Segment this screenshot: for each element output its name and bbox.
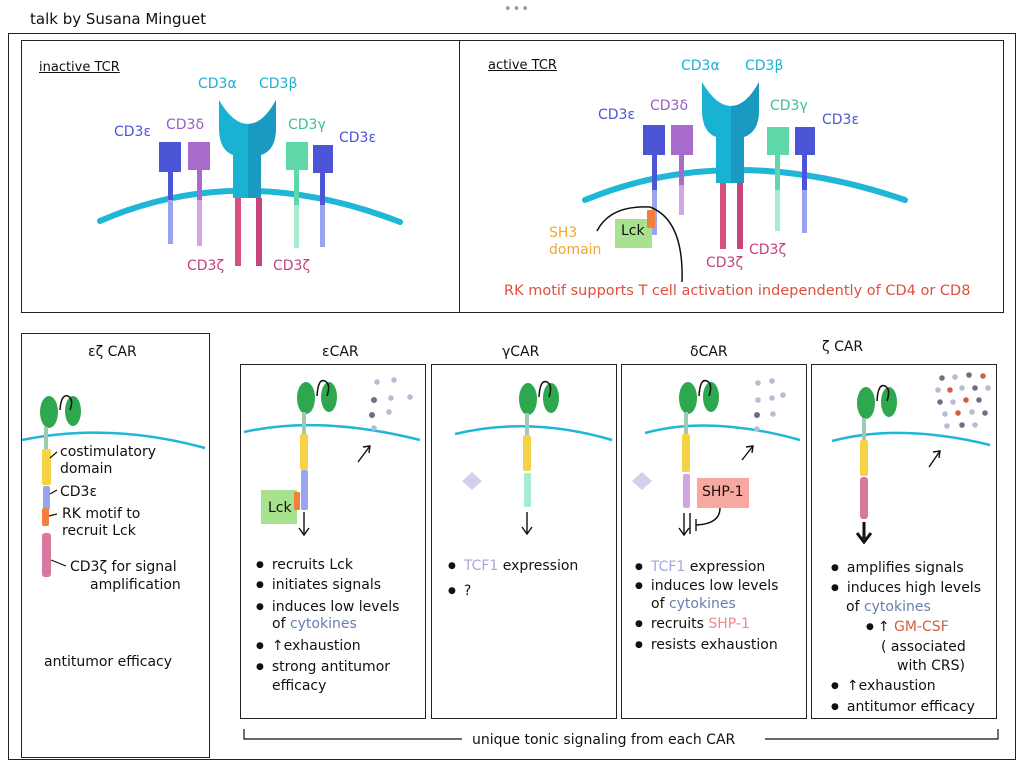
talk-title: talk by Susana Minguet	[30, 10, 207, 28]
z-car-subbullet-line2: ( associated	[881, 639, 966, 655]
footer-bracket	[243, 729, 999, 740]
z-car-construct	[831, 372, 991, 545]
z-car-bullet-1: amplifies signals	[831, 558, 964, 578]
e-car-bullet-3-line2: of cytokines	[272, 616, 357, 632]
d-car-bullet-2-line2: of cytokines	[651, 596, 736, 612]
active-lck-label: Lck	[621, 223, 645, 239]
active-cd3z-left-label: CD3ζ	[706, 255, 744, 271]
active-cd3e-right-label: CD3ε	[822, 112, 860, 128]
g-car-bullet-2: ?	[448, 581, 471, 601]
z-car-bullet-4: antitumor efficacy	[831, 697, 975, 717]
ez-car-rk-label-line2: recruit Lck	[62, 523, 136, 539]
e-car-bullet-5: strong antitumor	[256, 657, 390, 677]
d-car-construct	[632, 378, 801, 537]
e-car-construct	[243, 377, 421, 537]
e-car-heading: εCAR	[322, 344, 359, 360]
inactive-cd3b-label: CD3β	[259, 76, 298, 92]
outer-frame	[8, 33, 1016, 760]
g-car-tcf1-text: TCF1	[463, 558, 499, 574]
active-cd3e-right	[795, 127, 815, 233]
rk-motif-annotation: RK motif supports T cell activation inde…	[504, 283, 971, 299]
z-car-bullet-3: ↑exhaustion	[831, 676, 936, 696]
d-car-bullet-4: resists exhaustion	[635, 635, 778, 655]
ez-car-costim-label-line1: costimulatory	[60, 444, 157, 460]
e-car-bullet-1: recruits Lck	[256, 555, 353, 575]
d-car-bullet-1: TCF1 expression	[635, 557, 765, 577]
e-car-bullet-2: initiates signals	[256, 575, 381, 595]
z-car-subbullet-line3: with CRS)	[897, 658, 966, 674]
g-car-heading: γCAR	[502, 344, 540, 360]
inactive-cd3d-label: CD3δ	[166, 117, 205, 133]
ez-car-efficacy: antitumor efficacy	[44, 654, 173, 670]
g-car-panel	[431, 364, 617, 719]
inactive-cd3z-left-label: CD3ζ	[187, 258, 225, 274]
inactive-cd3g	[286, 142, 308, 248]
active-cd3d	[671, 125, 693, 215]
inactive-cd3g-label: CD3γ	[288, 117, 326, 133]
inactive-cd3z-pair	[235, 198, 262, 266]
ez-car-rk-label-line1: RK motif to	[62, 506, 141, 522]
inactive-cd3z-right-label: CD3ζ	[273, 258, 311, 274]
active-cd3g-label: CD3γ	[770, 98, 808, 114]
inactive-cd3d	[188, 142, 210, 246]
active-cd3b-label: CD3β	[745, 58, 784, 74]
sh3-domain-label-line2: domain	[549, 242, 602, 258]
d-car-bullet-3: recruits SHP-1	[635, 614, 750, 634]
active-cd3g	[767, 127, 789, 231]
inactive-cd3a-label: CD3α	[198, 76, 237, 92]
inactive-cd3e-right	[313, 145, 333, 247]
z-car-subbullet-gmcsf: ●↑ GM-CSF	[866, 619, 949, 635]
ez-car-cd3z-label-line2: amplification	[90, 577, 181, 593]
active-tcr-panel	[459, 40, 1004, 313]
e-car-bullet-3: induces low levels	[256, 597, 400, 617]
window-menu-dots-icon[interactable]: •••	[504, 2, 531, 17]
active-tcr-heterodimer	[702, 82, 759, 183]
ez-car-heading: εζ CAR	[88, 344, 137, 360]
z-car-bullet-2: induces high levels	[831, 578, 981, 598]
active-tcr-heading: active TCR	[488, 58, 557, 73]
active-cd3d-label: CD3δ	[650, 98, 689, 114]
active-cd3e-left-label: CD3ε	[598, 107, 636, 123]
active-tcr-membrane	[582, 167, 908, 203]
z-car-heading: ζ CAR	[822, 339, 864, 355]
inactive-cd3e-left	[159, 142, 181, 244]
footer-label: unique tonic signaling from each CAR	[472, 732, 736, 748]
e-car-cytokines-text: cytokines	[289, 616, 357, 632]
d-car-shp1-text: SHP-1	[708, 616, 750, 632]
active-cd3z-pair	[720, 183, 743, 249]
active-cd3a-label: CD3α	[681, 58, 720, 74]
inactive-cd3e-right-label: CD3ε	[339, 130, 377, 146]
e-car-bullet-5-line2: efficacy	[272, 678, 327, 694]
z-car-cytokines-text: cytokines	[863, 599, 931, 615]
d-car-shp1-box-label: SHP-1	[702, 484, 744, 500]
d-car-heading: δCAR	[690, 344, 728, 360]
d-car-cytokines-text: cytokines	[668, 596, 736, 612]
ez-car-costim-label-line2: domain	[60, 461, 113, 477]
e-car-lck-label: Lck	[268, 500, 292, 516]
d-car-tcf1-text: TCF1	[650, 559, 686, 575]
g-car-construct	[454, 380, 613, 536]
ez-car-construct	[21, 395, 206, 577]
active-rk-pointer-line	[596, 206, 683, 283]
z-car-gmcsf-text: GM-CSF	[894, 619, 949, 635]
inactive-tcr-heading: inactive TCR	[39, 60, 120, 75]
d-car-panel	[621, 364, 807, 719]
ez-car-cd3e-label: CD3ε	[60, 484, 98, 500]
e-car-bullet-4: ↑exhaustion	[256, 636, 361, 656]
d-car-bullet-2: induces low levels	[635, 576, 779, 596]
z-car-bullet-2-line2: of cytokines	[846, 599, 931, 615]
active-cd3z-right-label: CD3ζ	[749, 242, 787, 258]
ez-car-panel	[21, 333, 210, 758]
inactive-cd3e-left-label: CD3ε	[114, 124, 152, 140]
g-car-bullet-1: TCF1 expression	[448, 556, 578, 576]
sh3-domain-label-line1: SH3	[549, 225, 578, 241]
active-lck-box	[615, 219, 652, 248]
active-rk-motif-mark	[647, 210, 655, 228]
z-car-panel	[811, 364, 997, 719]
e-car-panel	[240, 364, 426, 719]
inactive-tcr-heterodimer	[219, 100, 276, 198]
ez-car-cd3z-label-line1: CD3ζ for signal	[70, 559, 177, 575]
